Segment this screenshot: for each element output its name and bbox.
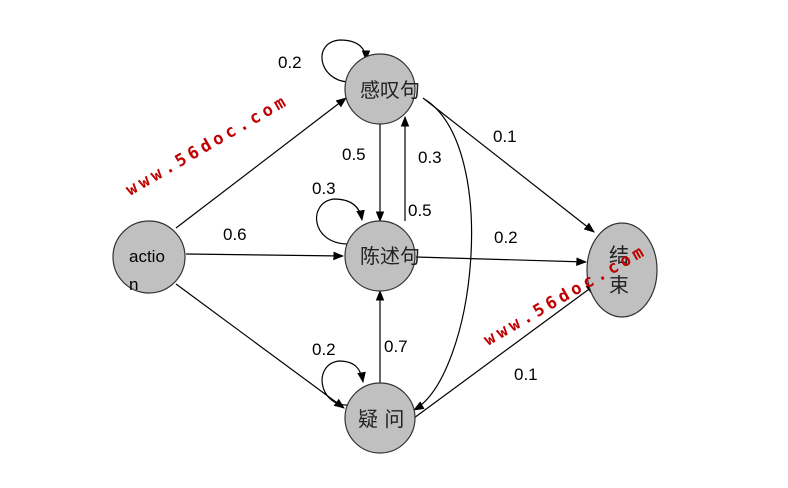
label-declarative-self: 0.3 — [312, 179, 336, 198]
label-exclamatory-interrogative: 0.3 — [418, 148, 442, 167]
label-exclamatory-end: 0.1 — [493, 127, 517, 146]
edge-exclamatory-interrogative — [413, 99, 473, 411]
node-exclamatory: 感叹句 — [344, 53, 420, 125]
edge-interrogative-end — [413, 283, 597, 419]
node-exclamatory-label: 感叹句 — [360, 78, 420, 102]
edge-start-exclamatory — [175, 97, 347, 229]
edge-start-interrogative — [175, 283, 345, 409]
self-loop-declarative — [315, 198, 365, 245]
edge-declarative-end — [415, 256, 588, 267]
node-declarative-label: 陈述句 — [360, 244, 420, 268]
node-declarative: 陈述句 — [344, 220, 420, 292]
node-end-label-line2: 束 — [609, 273, 629, 297]
watermark-upper: www.56doc.com — [123, 90, 293, 200]
label-interrogative-declarative: 0.7 — [384, 337, 408, 356]
edge-labels: 0.2 0.5 0.3 0.1 0.3 0.5 0.6 0.2 0.2 0.7 … — [223, 53, 538, 384]
self-loop-exclamatory — [321, 39, 371, 83]
label-declarative-exclamatory: 0.5 — [408, 201, 432, 220]
node-end: 结 束 — [586, 222, 658, 318]
node-end-label-line1: 结 — [609, 243, 629, 267]
label-exclamatory-self: 0.2 — [278, 53, 302, 72]
edges — [175, 39, 597, 419]
edge-start-declarative — [185, 251, 345, 261]
label-exclamatory-declarative: 0.5 — [342, 145, 366, 164]
node-start: actio n — [112, 220, 186, 294]
label-interrogative-end: 0.1 — [514, 365, 538, 384]
node-interrogative-label: 疑 问 — [358, 407, 404, 431]
label-start-declarative: 0.6 — [223, 225, 247, 244]
label-interrogative-self: 0.2 — [312, 340, 336, 359]
edge-exclamatory-end — [422, 97, 595, 233]
node-interrogative: 疑 问 — [344, 382, 416, 454]
label-declarative-end: 0.2 — [494, 228, 518, 247]
node-start-label-line1: actio — [129, 247, 165, 266]
self-loop-interrogative — [321, 360, 366, 406]
node-start-label-line2: n — [129, 275, 138, 294]
